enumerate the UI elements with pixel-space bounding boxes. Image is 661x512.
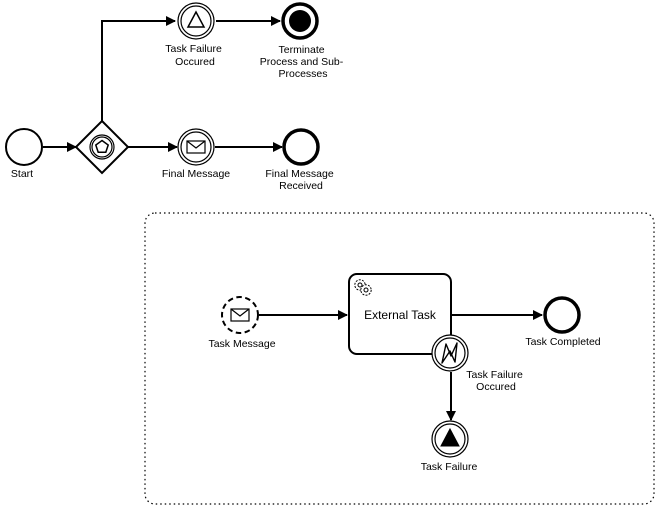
final-message-end-event[interactable] — [282, 128, 320, 166]
signal-catch-label: Task Failure Occured — [165, 43, 225, 68]
task-completed-label: Task Completed — [525, 336, 600, 348]
gear-icon — [354, 279, 372, 296]
task-failure-event[interactable] — [431, 420, 469, 458]
message-catch-event[interactable] — [177, 128, 215, 166]
pentagon-icon — [94, 139, 110, 153]
external-task-label: External Task — [364, 308, 437, 322]
envelope-icon — [230, 308, 250, 322]
event-subprocess[interactable] — [144, 212, 655, 505]
terminate-end-label: Terminate Process and Sub- Processes — [260, 44, 346, 80]
final-message-end-label: Final Message Received — [265, 168, 336, 192]
external-task[interactable]: External Task — [348, 273, 452, 355]
envelope-icon — [186, 140, 206, 154]
message-catch-label: Final Message — [162, 168, 230, 180]
signal-catch-event[interactable] — [177, 2, 215, 40]
start-event-label: Start — [11, 168, 33, 180]
error-boundary-label: Task Failure Occured — [466, 369, 526, 393]
error-boundary-event[interactable] — [431, 334, 469, 372]
signal-triangle-icon — [186, 10, 206, 28]
task-failure-label: Task Failure — [421, 461, 478, 473]
task-message-start-event[interactable] — [221, 296, 259, 334]
terminate-end-event[interactable] — [281, 2, 319, 40]
error-lightning-icon — [441, 342, 458, 364]
flow-gateway-to-signal-catch[interactable] — [101, 16, 176, 121]
event-based-gateway[interactable] — [74, 119, 130, 175]
start-event[interactable] — [5, 128, 43, 166]
task-completed-end-event[interactable] — [543, 296, 581, 334]
task-message-label: Task Message — [208, 338, 275, 350]
filled-triangle-icon — [440, 427, 460, 447]
